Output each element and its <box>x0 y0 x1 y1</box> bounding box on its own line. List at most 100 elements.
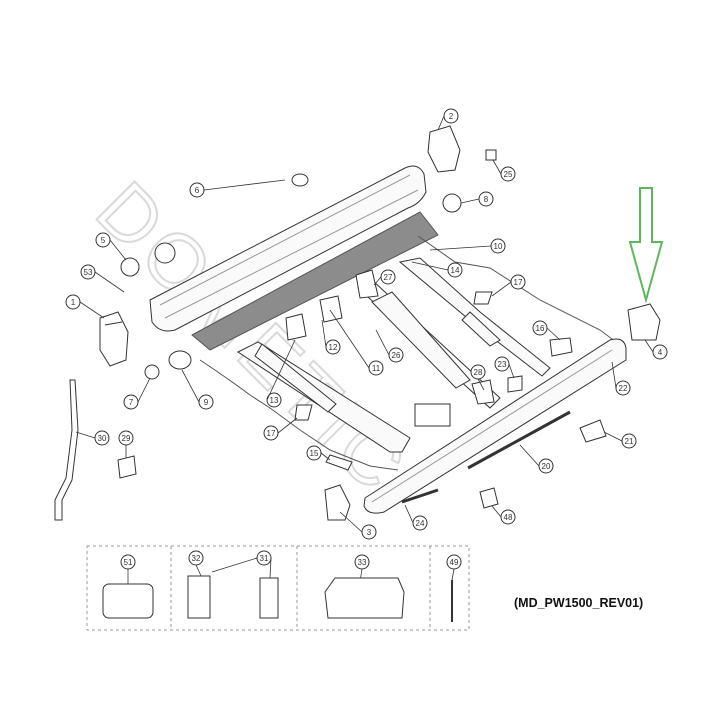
end-cap-right <box>427 125 461 173</box>
callout-2: 2 <box>443 108 459 124</box>
svg-text:31: 31 <box>260 554 269 563</box>
callout-12: 12 <box>325 339 341 355</box>
bracket-12 <box>319 295 343 323</box>
svg-text:17: 17 <box>514 278 523 287</box>
svg-text:17: 17 <box>267 429 276 438</box>
svg-text:22: 22 <box>619 384 628 393</box>
svg-text:29: 29 <box>122 434 131 443</box>
svg-text:28: 28 <box>474 368 483 377</box>
crank-30 <box>54 379 79 521</box>
svg-text:24: 24 <box>416 519 425 528</box>
plug-8 <box>442 193 462 213</box>
indicator-arrow <box>628 187 664 304</box>
awning-fabric <box>191 211 439 351</box>
handset-31 <box>259 577 279 619</box>
block-11 <box>414 403 451 427</box>
callout-51: 51 <box>120 554 136 570</box>
svg-text:15: 15 <box>310 449 319 458</box>
callout-6: 6 <box>189 182 205 198</box>
svg-text:14: 14 <box>451 266 460 275</box>
tape-17 <box>294 404 313 421</box>
case-33 <box>324 577 405 619</box>
bracket-3 <box>324 484 351 521</box>
callout-28: 28 <box>470 364 486 380</box>
callout-27: 27 <box>380 269 396 285</box>
logo-24 <box>401 488 439 504</box>
spring-20 <box>467 410 571 470</box>
remote-32 <box>187 575 211 619</box>
svg-text:51: 51 <box>124 558 133 567</box>
end-cap-left <box>99 311 129 367</box>
svg-text:27: 27 <box>384 273 393 282</box>
callout-20: 20 <box>538 458 554 474</box>
remote-box-51 <box>102 583 154 619</box>
callout-26: 26 <box>388 347 404 363</box>
svg-text:49: 49 <box>450 558 459 567</box>
bracket-23 <box>507 375 523 393</box>
callout-48: 48 <box>500 509 516 525</box>
accessories-box <box>86 545 470 631</box>
bracket-29 <box>117 455 137 479</box>
callout-33: 33 <box>354 554 370 570</box>
svg-text:16: 16 <box>536 324 545 333</box>
bracket-28 <box>471 379 495 405</box>
svg-text:48: 48 <box>504 513 513 522</box>
svg-text:3: 3 <box>367 528 372 537</box>
svg-text:20: 20 <box>542 462 551 471</box>
tube-end-9 <box>168 350 192 370</box>
bracket-27 <box>355 269 379 299</box>
reference-code: (MD_PW1500_REV01) <box>514 596 643 610</box>
motor-head <box>154 242 176 264</box>
svg-text:26: 26 <box>392 351 401 360</box>
callout-49: 49 <box>446 554 462 570</box>
svg-text:12: 12 <box>329 343 338 352</box>
svg-text:2: 2 <box>449 112 454 121</box>
svg-text:21: 21 <box>625 437 634 446</box>
svg-text:53: 53 <box>84 268 93 277</box>
clip-16 <box>549 337 573 357</box>
callout-11: 11 <box>368 360 384 376</box>
svg-text:33: 33 <box>358 558 367 567</box>
callout-10: 10 <box>490 238 506 254</box>
callout-5: 5 <box>95 232 111 248</box>
part-callouts: 1 2 3 4 5 6 7 8 9 10 11 12 13 14 15 16 1… <box>65 108 668 570</box>
callout-17b: 17 <box>510 274 526 290</box>
svg-text:5: 5 <box>101 236 106 245</box>
accessory-parts <box>102 575 453 622</box>
clip-25 <box>485 149 497 161</box>
callout-29: 29 <box>118 430 134 446</box>
callout-21: 21 <box>621 433 637 449</box>
svg-text:30: 30 <box>98 434 107 443</box>
awning-assembly-drawing <box>54 125 661 521</box>
callout-22: 22 <box>615 380 631 396</box>
svg-text:25: 25 <box>504 170 513 179</box>
callout-32: 32 <box>188 550 204 566</box>
callout-16: 16 <box>532 320 548 336</box>
callout-23: 23 <box>494 356 510 372</box>
plug-7 <box>144 364 160 380</box>
callout-15: 15 <box>306 445 322 461</box>
bracket-13 <box>285 313 307 341</box>
svg-text:1: 1 <box>71 298 76 307</box>
callout-7: 7 <box>123 394 139 410</box>
callout-1: 1 <box>65 294 81 310</box>
callout-53: 53 <box>80 264 96 280</box>
callout-13: 13 <box>266 392 282 408</box>
svg-text:8: 8 <box>484 195 489 204</box>
svg-text:13: 13 <box>270 396 279 405</box>
callout-30: 30 <box>94 430 110 446</box>
tape-17b <box>473 291 493 305</box>
bracket-21 <box>579 419 607 443</box>
callout-14: 14 <box>447 262 463 278</box>
callout-8: 8 <box>478 191 494 207</box>
bracket-48 <box>479 487 499 509</box>
callout-25: 25 <box>500 166 516 182</box>
svg-text:7: 7 <box>129 398 134 407</box>
motor-hub-5 <box>120 257 140 277</box>
callout-31: 31 <box>256 550 272 566</box>
callout-17a: 17 <box>263 425 279 441</box>
callout-3: 3 <box>361 524 377 540</box>
tube-6 <box>291 173 309 187</box>
svg-text:10: 10 <box>494 242 503 251</box>
